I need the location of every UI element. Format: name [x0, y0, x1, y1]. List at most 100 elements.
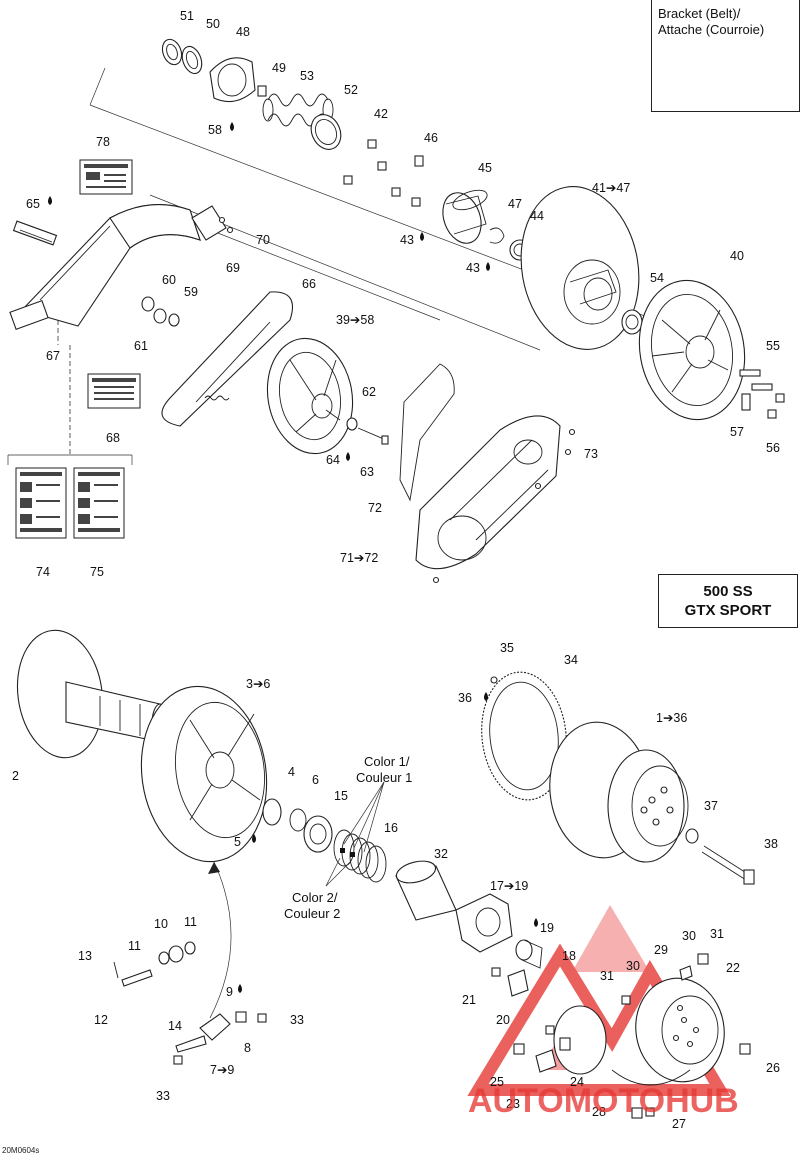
rod-65-part — [12, 220, 58, 246]
callout: 63 — [360, 465, 374, 479]
callout: 33 — [156, 1089, 170, 1103]
callout: 11 — [184, 915, 197, 929]
cam-cup-48-part — [209, 57, 256, 103]
callout: 60 — [162, 273, 176, 287]
washer-15-part — [303, 815, 333, 853]
reference-code: 20M0604s — [2, 1146, 40, 1155]
ring-60-part — [141, 296, 155, 312]
assembly-arrow-head — [208, 862, 220, 874]
callout: 66 — [302, 277, 316, 291]
callout: 8 — [244, 1041, 251, 1055]
callout: 40 — [730, 249, 744, 263]
callout: 65 — [26, 197, 40, 211]
callout: 9 — [226, 985, 233, 999]
sleeve-32-part — [395, 860, 457, 921]
callout: 67 — [46, 349, 60, 363]
nut-28-part — [631, 1107, 643, 1119]
callout: 4 — [288, 765, 295, 779]
screw-46-part — [414, 155, 424, 167]
callout: 53 — [300, 69, 314, 83]
callout: 25 — [490, 1075, 504, 1089]
callout: 13 — [78, 949, 92, 963]
washer-37-part — [685, 828, 699, 844]
callout: 62 — [362, 385, 376, 399]
bracket-inset-frame: Bracket (Belt)/ Attache (Courroie) — [651, 0, 800, 112]
watermark-part2: HUB — [665, 1082, 739, 1120]
callout: 74 — [36, 565, 50, 579]
screw-73c-part — [534, 482, 542, 490]
screw-23b-part — [559, 1037, 571, 1051]
callout: 23 — [506, 1097, 520, 1111]
bolt-63-part — [346, 417, 389, 445]
callout: 21 — [462, 993, 476, 1007]
screw-43-part — [411, 197, 421, 207]
screw-21-part — [491, 967, 501, 977]
callout: 26 — [766, 1061, 780, 1075]
pin-13-part — [113, 961, 119, 979]
callout: 28 — [592, 1105, 606, 1119]
drive-belt-66-part — [161, 291, 294, 427]
governor-cup-22-part — [611, 977, 725, 1086]
screw-73-part — [568, 428, 576, 436]
color2-note-line2: Couleur 2 — [284, 906, 340, 921]
color-note-leaders — [325, 781, 385, 887]
callout: 17➔19 — [490, 879, 528, 893]
sealant-drop-icons — [48, 122, 538, 993]
callout: 51 — [180, 9, 194, 23]
sliding-sheave-3-6-part — [140, 685, 268, 863]
callout: 29 — [654, 943, 668, 957]
callout: 34 — [564, 653, 578, 667]
callout: 38 — [764, 837, 778, 851]
color-notes: Color 1/ Couleur 1 Color 2/ Couleur 2 — [284, 754, 412, 921]
bracket-title-line1: Bracket (Belt)/ — [658, 6, 741, 21]
callout: 6 — [312, 773, 319, 787]
callouts-upper: 51 50 48 49 53 52 58 42 46 45 43 47 44 4… — [26, 9, 780, 579]
callout: 44 — [530, 209, 544, 223]
ring-52-part — [310, 114, 342, 150]
bolt-55-part — [739, 369, 773, 391]
nut-25-part — [513, 1043, 525, 1055]
callout: 27 — [672, 1117, 686, 1131]
decal-75-part — [73, 467, 125, 539]
callout: 30 — [626, 959, 640, 973]
callout: 55 — [766, 339, 780, 353]
washer-11b-part — [184, 941, 196, 955]
callout: 24 — [570, 1075, 584, 1089]
drive-pulley-1-36-part — [549, 721, 689, 863]
pin-14-part — [175, 1035, 207, 1053]
nut-26-part — [739, 1043, 751, 1055]
callout: 68 — [106, 431, 120, 445]
callout: 58 — [208, 123, 222, 137]
callout: 37 — [704, 799, 718, 813]
cam-arm-7-9-part — [199, 1011, 247, 1041]
callout: 61 — [134, 339, 148, 353]
screw-23-part — [535, 1049, 557, 1073]
callout: 35 — [500, 641, 514, 655]
callout: 69 — [226, 261, 240, 275]
driven-pulley-39-58-part — [266, 337, 354, 455]
fixed-sheave-41-47-part — [520, 186, 640, 350]
color1-note-line1: Color 1/ — [364, 754, 410, 769]
callout: 10 — [154, 917, 168, 931]
callout: 22 — [726, 961, 740, 975]
pin-12-part — [121, 969, 153, 987]
callout: 50 — [206, 17, 220, 31]
nut-27-part — [645, 1107, 655, 1117]
bracket-inset-title: Bracket (Belt)/ Attache (Courroie) — [658, 6, 764, 38]
nut-30b-part — [621, 995, 631, 1005]
model-label-box: 500 SS GTX SPORT — [658, 574, 798, 628]
pin-29-part — [679, 965, 693, 981]
callout: 78 — [96, 135, 110, 149]
color1-note-line2: Couleur 1 — [356, 770, 412, 785]
screw-35-part — [490, 676, 498, 684]
callout: 14 — [168, 1019, 182, 1033]
callout: 48 — [236, 25, 250, 39]
callout: 52 — [344, 83, 358, 97]
nut-33b-part — [173, 1055, 183, 1065]
bushing-18-part — [515, 939, 543, 969]
pulley-cover-71-part — [415, 415, 561, 570]
callout: 41➔47 — [592, 181, 630, 195]
sliding-sheave-40-part — [638, 279, 746, 421]
